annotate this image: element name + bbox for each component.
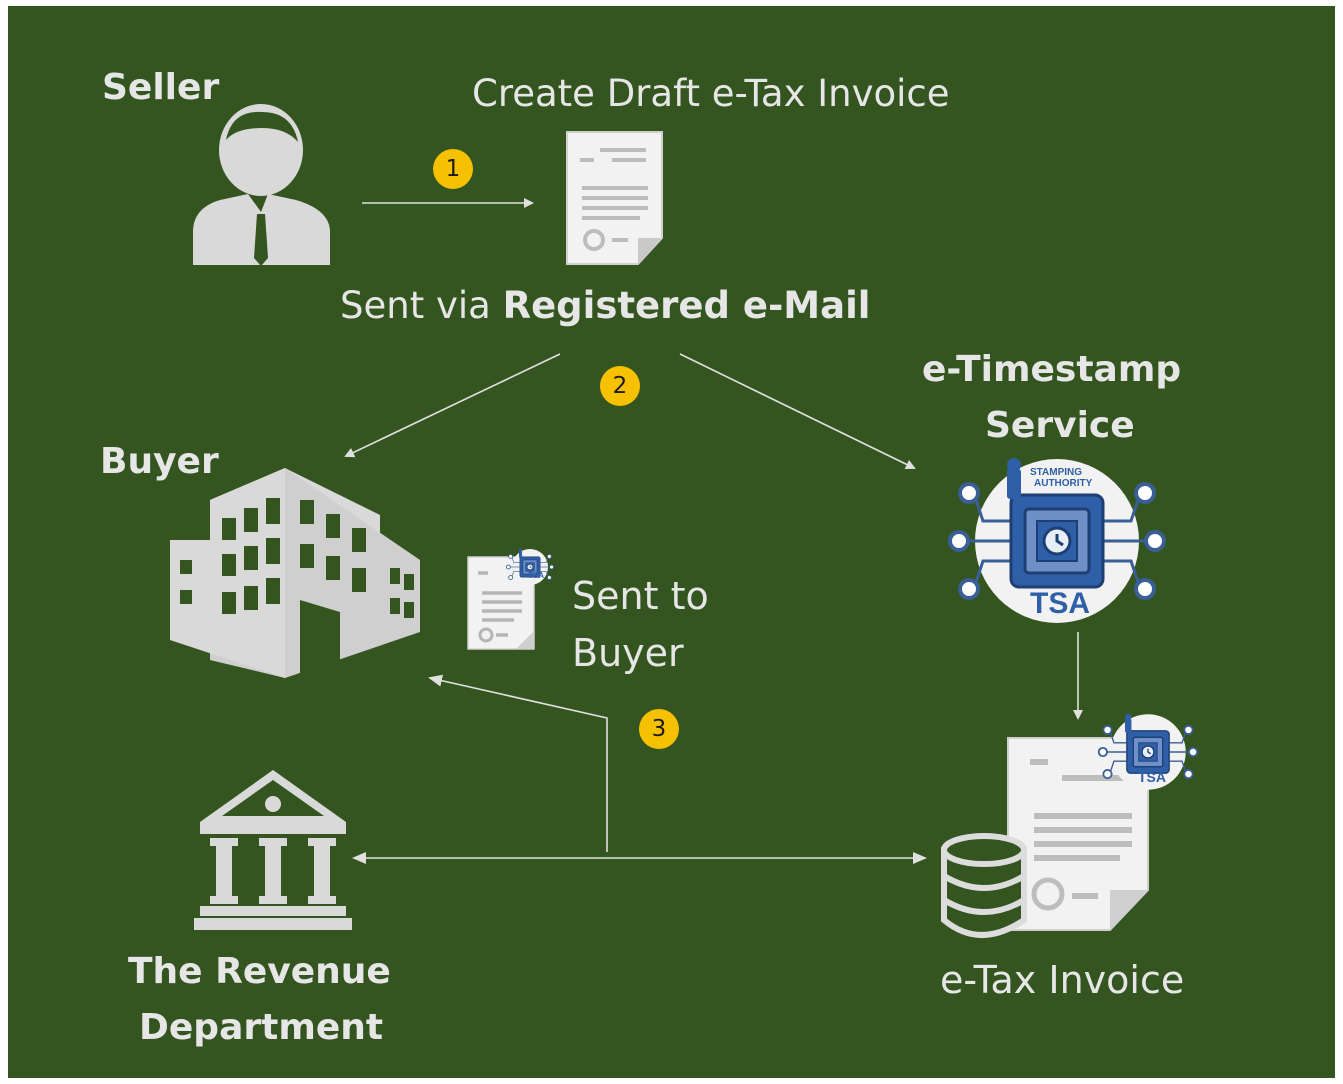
seller-label: Seller	[102, 67, 220, 108]
sent-document-icon	[466, 548, 554, 651]
flow-arrows	[344, 198, 1083, 864]
revenue-label-line1: The Revenue	[128, 951, 391, 992]
sent-via-label: Sent via Registered e-Mail	[340, 287, 870, 324]
seller-person-icon	[193, 104, 330, 266]
timestamp-label-line2: Service	[985, 405, 1135, 446]
tsa-mini-text: TSA	[528, 571, 544, 580]
draft-invoice-document-icon	[566, 131, 663, 265]
registered-email-label: Registered e-Mail	[502, 284, 871, 327]
step-badge-2: 2	[600, 366, 640, 406]
tsa-small-text: TSA	[1138, 769, 1166, 785]
database-icon	[941, 833, 1027, 938]
create-draft-label: Create Draft e-Tax Invoice	[472, 72, 950, 115]
sent-via-prefix: Sent via	[340, 284, 503, 327]
sent-to-label-line2: Buyer	[572, 631, 684, 675]
arrow-to-buyer	[428, 674, 608, 852]
buyer-building-icon	[170, 468, 420, 678]
step-badge-1: 1	[433, 149, 473, 189]
tsa-text: TSA	[1030, 587, 1090, 620]
step-badge-3: 3	[639, 709, 679, 749]
diagram-background: TSA STAMPING AUTHORITY TSA TSA Seller Cr…	[8, 6, 1335, 1078]
arrow-email-to-buyer	[344, 353, 561, 458]
etax-invoice-label: e-Tax Invoice	[940, 958, 1185, 1002]
arrow-email-to-tsa	[679, 353, 916, 469]
etax-invoice-icon	[941, 712, 1199, 938]
buyer-label: Buyer	[100, 441, 219, 482]
revenue-department-icon	[194, 770, 352, 930]
revenue-label-line2: Department	[139, 1007, 384, 1048]
diagram-canvas	[170, 104, 1199, 938]
sent-to-label-line1: Sent to	[572, 574, 709, 618]
timestamp-label-line1: e-Timestamp	[922, 349, 1182, 390]
tsa-ring-subtext: AUTHORITY	[1034, 478, 1093, 489]
tsa-ring-text: STAMPING	[1030, 467, 1083, 478]
